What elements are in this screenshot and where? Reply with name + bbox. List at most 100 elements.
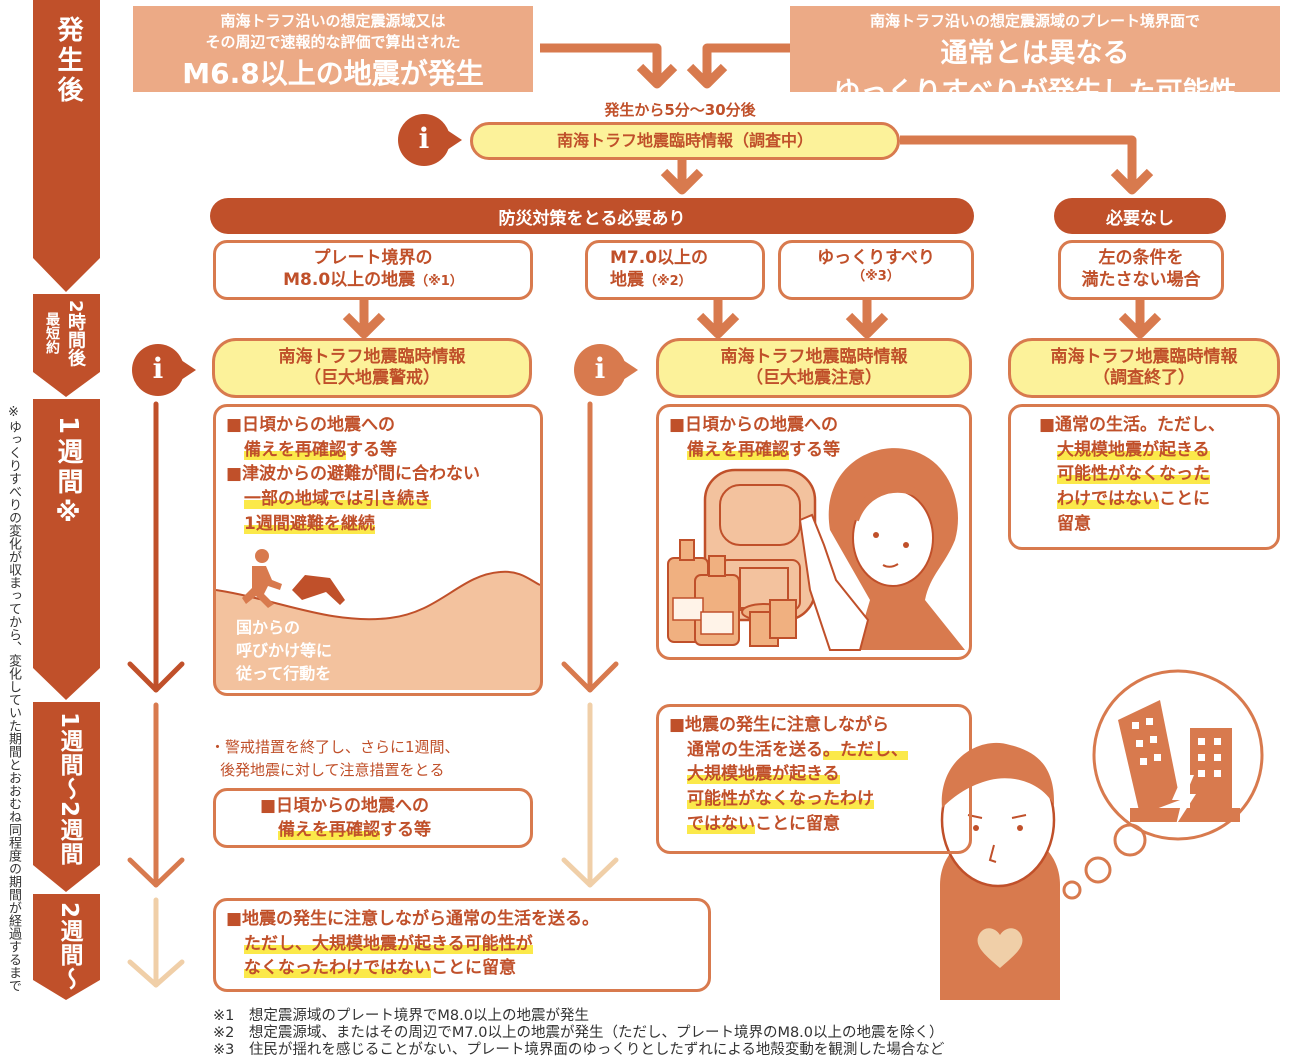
w12-box-l1: ■日頃からの地震への (260, 796, 430, 816)
w1-warning-box: ■日頃からの地震への 備えを再確認する等 ■津波からの避難が間に合わない 一部の… (213, 404, 543, 696)
arrow-right-trigger (702, 43, 790, 80)
phase-week1-shape (33, 399, 100, 700)
w1-normal-l3-text: 可能性がなくなった (1057, 464, 1210, 485)
info-warning-line2: （巨大地震警戒） (304, 368, 440, 388)
phase-2h-shape (33, 294, 100, 397)
w1-warning-l4: 一部の地域では引き続き (226, 487, 540, 512)
info-icon-3 (574, 344, 638, 396)
w1-warning-l8: 従って行動を (236, 664, 332, 684)
w12-caution-l2b: 。ただし、 (823, 739, 908, 760)
cond-m7: M7.0以上の 地震（※2） (585, 240, 765, 300)
w1-caution-l2: 備えを再確認する等 (669, 438, 969, 463)
w1-caution-box: ■日頃からの地震への 備えを再確認する等 (656, 404, 972, 660)
w12-caution-l5b: ことに留意 (755, 813, 840, 834)
w1-warning-l5-text: 1週間避難を継続 (244, 513, 375, 534)
cond-slow-line1: ゆっくりすべり (817, 248, 935, 268)
w12-text-l1: ・警戒措置を終了し、さらに1週間、 (210, 738, 460, 756)
building-collapse-icon (1118, 700, 1240, 825)
cond-slow: ゆっくりすべり （※3） (778, 240, 974, 300)
w1-warning-l2: 備えを再確認する等 (226, 438, 540, 463)
info-warning-line1: 南海トラフ地震臨時情報 (278, 346, 466, 367)
w1-normal-l4a: わけではない (1057, 488, 1159, 509)
phase-week2-shape (33, 894, 100, 1000)
bar-needed-text: 防災対策をとる必要あり (498, 208, 686, 229)
cond-slow-note: （※3） (852, 269, 900, 285)
w1-normal-l3: 可能性がなくなった (1039, 462, 1277, 487)
info-end-line1: 南海トラフ地震臨時情報 (1050, 346, 1238, 367)
w12-caution-l5a: ではない (687, 813, 755, 834)
phase-2h-sub: 最短約 (44, 312, 60, 355)
info-investigating: 南海トラフ地震臨時情報（調査中） (470, 122, 900, 160)
info-icon-1 (398, 114, 462, 166)
w1-warning-l4-text: 一部の地域では引き続き (244, 488, 431, 509)
woman-pointing-icon (798, 448, 965, 651)
w1-warning-l2a: 備えを再確認 (244, 439, 346, 460)
w12-caution-box: ■地震の発生に注意しながら 通常の生活を送る。ただし、 大規模地震が起きる 可能… (656, 704, 972, 854)
w12-box-l2: 備えを再確認する等 (260, 819, 530, 843)
w1-warning-call: 国からの 呼びかけ等に 従って行動を (236, 616, 332, 686)
w12-caution-l5: ではないことに留意 (669, 812, 969, 837)
w12-box-l2b: する等 (380, 819, 431, 840)
w1-warning-l7: 呼びかけ等に (236, 641, 333, 661)
w2-box-l3: なくなったわけではないことに留意 (226, 956, 708, 981)
cond-none: 左の条件を 満たさない場合 (1058, 240, 1224, 300)
trigger-left-line2: その周辺で速報的な評価で算出された (205, 33, 461, 51)
w2-box-l2-text: ただし、大規模地震が起きる可能性が (244, 933, 533, 954)
w12-caution-l1: ■地震の発生に注意しながら (669, 715, 890, 735)
cond-m7-line2: 地震（※2） (610, 269, 762, 291)
trigger-right-line3: ゆっくりすべりが発生した可能性 (833, 77, 1237, 108)
trigger-right-line1: 南海トラフ沿いの想定震源域のプレート境界面で (869, 12, 1200, 30)
w12-text-l2: 後発地震に対して注意措置をとる (220, 760, 445, 779)
cond-none-line2: 満たさない場合 (1081, 270, 1201, 291)
w12-caution-l4: 可能性がなくなったわけ (669, 787, 969, 812)
phase-week2: 2週間〜 (56, 902, 82, 992)
w2-box-l2: ただし、大規模地震が起きる可能性が (226, 932, 708, 957)
info-end-line2: （調査終了） (1093, 368, 1195, 388)
info-warning: 南海トラフ地震臨時情報 （巨大地震警戒） (212, 338, 532, 398)
w2-box-l3a: なくなったわけではない (244, 958, 431, 979)
w12-box: ■日頃からの地震への 備えを再確認する等 (213, 788, 533, 848)
side-note: ※ゆっくりすべりの変化が収まってから、変化していた期間とおおむね同程度の期間が経… (6, 405, 21, 992)
w1-warning-l2b: する等 (346, 439, 397, 460)
cond-m8: プレート境界の M8.0以上の地震（※1） (213, 240, 533, 300)
w12-caution-l3: 大規模地震が起きる (669, 762, 969, 787)
w1-caution-l2a: 備えを再確認 (687, 439, 789, 460)
footnote-3: ※3 住民が揺れを感じることがない、プレート境界面のゆっくりとしたずれによる地殻… (213, 1042, 945, 1058)
info-caution: 南海トラフ地震臨時情報 （巨大地震注意） (656, 338, 972, 398)
w1-normal-l4b: ことに (1159, 488, 1210, 509)
w2-box-l3b: ことに留意 (431, 958, 516, 979)
running-person-icon (242, 549, 282, 608)
arrow-icon (292, 575, 345, 605)
w1-normal-l2: 大規模地震が起きる (1039, 438, 1277, 463)
w1-normal-l4: わけではないことに (1039, 487, 1277, 512)
phase-week1-2: 1週間〜2週間 (56, 712, 82, 867)
w12-caution-l4-text: 可能性がなくなったわけ (687, 788, 874, 809)
footnote-1: ※1 想定震源域のプレート境界でM8.0以上の地震が発生 (213, 1008, 589, 1024)
can-icon (739, 567, 797, 647)
w2-box: ■地震の発生に注意しながら通常の生活を送る。 ただし、大規模地震が起きる可能性が… (213, 898, 711, 992)
w1-normal-box: ■通常の生活。ただし、 大規模地震が起きる 可能性がなくなった わけではないこと… (1008, 404, 1280, 550)
cond-m7-line2-text: 地震 (610, 270, 644, 291)
phase-week1: 1週間※ (53, 416, 83, 533)
man-thinking-icon (940, 742, 1060, 1000)
bar-needed: 防災対策をとる必要あり (210, 198, 974, 234)
phase-2h: 最短約 2時間後 (36, 300, 96, 367)
phase-2h-main: 2時間後 (65, 300, 86, 367)
info-end: 南海トラフ地震臨時情報 （調査終了） (1008, 338, 1280, 398)
lightning-icon (1172, 775, 1196, 825)
w1-warning-l1: ■日頃からの地震への (226, 415, 396, 435)
trigger-left-line1: 南海トラフ沿いの想定震源域又は (220, 12, 446, 30)
trigger-right-line2: 通常とは異なる (940, 38, 1130, 69)
trigger-right: 南海トラフ沿いの想定震源域のプレート境界面で 通常とは異なる ゆっくりすべりが発… (790, 6, 1280, 108)
water-bottle-icon (667, 539, 740, 646)
cond-m8-line1: プレート境界の (313, 248, 433, 268)
w1-warning-l5: 1週間避難を継続 (226, 512, 540, 537)
w1-normal-l2-text: 大規模地震が起きる (1057, 439, 1210, 460)
w1-normal-l5: 留意 (1057, 513, 1091, 534)
w12-caution-l3-text: 大規模地震が起きる (687, 764, 840, 785)
info-icon-letter-1: i (418, 122, 430, 155)
cond-m7-line1: M7.0以上の (610, 248, 709, 268)
info-investigating-text: 南海トラフ地震臨時情報（調査中） (556, 131, 813, 150)
w2-box-l1: ■地震の発生に注意しながら通常の生活を送る。 (226, 909, 600, 929)
